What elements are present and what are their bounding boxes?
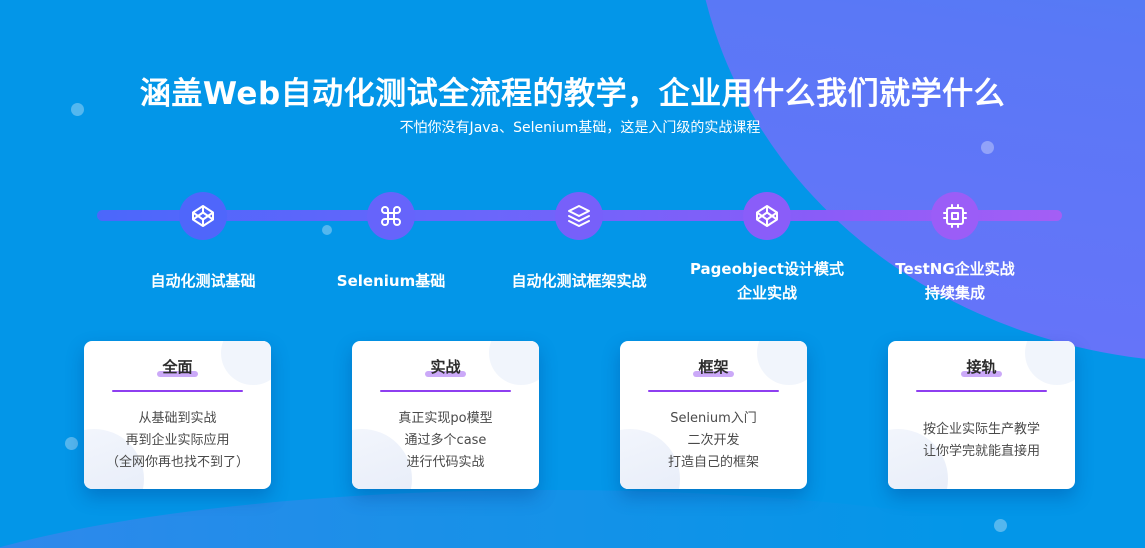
step-label-1: 自动化测试基础 — [150, 272, 256, 290]
codepen-icon — [756, 205, 778, 227]
feature-card-comprehensive: 全面 从基础到实战 再到企业实际应用 （全网你再也找不到了） — [84, 341, 271, 489]
card-title: 框架 — [693, 358, 734, 377]
decor-dot — [994, 519, 1007, 532]
feature-card-framework: 框架 Selenium入门 二次开发 打造自己的框架 — [620, 341, 807, 489]
decor-dot — [981, 141, 994, 154]
page-title: 涵盖Web自动化测试全流程的教学，企业用什么我们就学什么 — [139, 76, 1006, 112]
timeline-node-4 — [743, 192, 791, 240]
decor-dot — [65, 437, 78, 450]
background-bottom-wave — [0, 490, 1145, 548]
card-body: 真正实现po模型 通过多个case 进行代码实战 — [398, 411, 493, 470]
card-body: Selenium入门 二次开发 打造自己的框架 — [667, 411, 759, 470]
timeline-node-3 — [555, 192, 603, 240]
timeline-node-5 — [931, 192, 979, 240]
card-title: 全面 — [157, 358, 198, 377]
card-body: 按企业实际生产教学 让你学完就能直接用 — [922, 422, 1040, 459]
codepen-icon — [192, 205, 214, 227]
layers-icon — [568, 205, 590, 227]
card-body: 从基础到实战 再到企业实际应用 （全网你再也找不到了） — [105, 411, 249, 470]
timeline-node-1 — [179, 192, 227, 240]
step-label-2: Selenium基础 — [336, 272, 446, 290]
card-divider — [916, 390, 1047, 392]
card-title: 实战 — [425, 358, 466, 377]
command-icon — [381, 206, 401, 226]
decor-dot — [322, 225, 332, 235]
card-title: 接轨 — [961, 358, 1002, 377]
card-divider — [380, 390, 511, 392]
decor-dot — [71, 103, 84, 116]
step-label-4: Pageobject设计模式 企业实战 — [689, 260, 845, 302]
feature-card-industry: 接轨 按企业实际生产教学 让你学完就能直接用 — [888, 341, 1075, 489]
cpu-icon — [943, 204, 967, 228]
step-label-5: TestNG企业实战 持续集成 — [895, 260, 1015, 302]
feature-card-practice: 实战 真正实现po模型 通过多个case 进行代码实战 — [352, 341, 539, 489]
timeline-node-2 — [367, 192, 415, 240]
card-divider — [648, 390, 779, 392]
page-subtitle: 不怕你没有Java、Selenium基础，这是入门级的实战课程 — [399, 120, 761, 136]
step-label-3: 自动化测试框架实战 — [511, 272, 647, 290]
card-divider — [112, 390, 243, 392]
